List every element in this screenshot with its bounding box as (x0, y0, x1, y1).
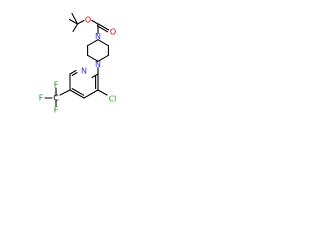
bond (97, 89, 108, 96)
bond (87, 39, 99, 47)
atom-label-pyridine-n: N (81, 67, 87, 76)
bond (72, 23, 79, 33)
atom-label-f-top: F (54, 81, 59, 90)
atom-label-f-bottom: F (54, 106, 59, 115)
bond (87, 54, 99, 62)
bond (96, 25, 109, 33)
cf3-group (44, 87, 71, 107)
atom-label-piperazine-n-bottom: N (95, 60, 101, 69)
bond (97, 54, 109, 62)
boc-group (68, 12, 110, 34)
atom-label-carbonyl-o: O (110, 28, 116, 37)
bond (71, 88, 85, 96)
bond (91, 19, 99, 25)
bond (71, 12, 79, 25)
piperazine-ring (87, 39, 109, 62)
atom-label-cl: Cl (109, 95, 117, 104)
bond (68, 18, 79, 25)
bond (69, 89, 85, 99)
molecule-structure: N Cl N N O O F F C F (39, 12, 117, 115)
bond (97, 23, 110, 31)
bond (91, 73, 99, 79)
atom-label-piperazine-n-top: N (95, 32, 101, 41)
atom-label-cf3-c: C (53, 94, 59, 103)
bond (76, 19, 85, 25)
bond (59, 89, 71, 96)
bond (97, 39, 109, 47)
bond (83, 89, 99, 99)
atom-label-f-left: F (39, 94, 44, 103)
atom-label-ester-o: O (85, 16, 91, 25)
pyridine-ring (69, 69, 99, 99)
bond (69, 69, 77, 75)
bond (71, 72, 78, 76)
